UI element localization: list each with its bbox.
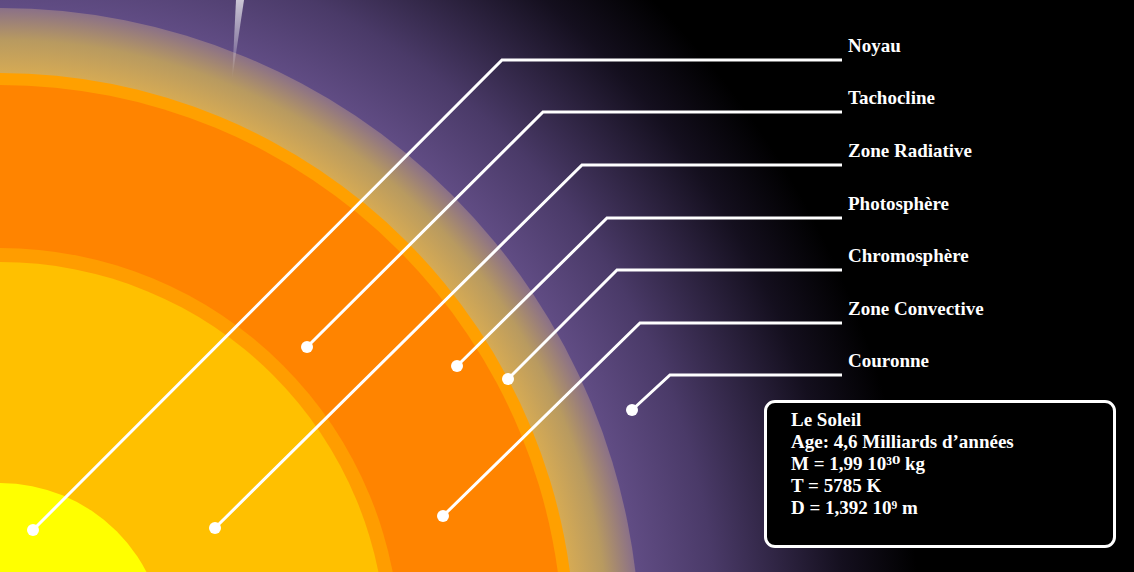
leader-dot [209, 522, 221, 534]
leader-line [457, 218, 842, 366]
info-line: T = 5785 K [791, 475, 1099, 497]
leader-dot [451, 360, 463, 372]
layer-label: Zone Convective [848, 298, 984, 320]
layer-label: Chromosphère [848, 245, 969, 267]
leader-dot [301, 341, 313, 353]
layer-label: Couronne [848, 350, 929, 372]
leader-line [215, 165, 842, 528]
photosphere-layer [0, 73, 575, 572]
info-line: M = 1,99 10³⁰ kg [791, 453, 1099, 475]
core [0, 483, 165, 572]
layer-label: Tachocline [848, 87, 935, 109]
convective-zone [0, 85, 563, 572]
leader-dot [502, 373, 514, 385]
layer-label: Zone Radiative [848, 140, 972, 162]
leader-dot [27, 524, 39, 536]
leader-dot [626, 404, 638, 416]
layer-label: Noyau [848, 35, 901, 57]
layer-label: Photosphère [848, 193, 949, 215]
light-streak [232, 0, 244, 80]
leader-line [33, 60, 842, 530]
info-box: Le SoleilAge: 4,6 Milliards d’annéesM = … [764, 400, 1116, 548]
chromosphere-layer [0, 8, 640, 572]
info-heading: Le Soleil [791, 409, 1099, 431]
info-line: Age: 4,6 Milliards d’années [791, 431, 1099, 453]
leader-lines [33, 60, 842, 530]
leader-dots [27, 341, 638, 536]
leader-dot [437, 510, 449, 522]
info-line: D = 1,392 10⁹ m [791, 497, 1099, 519]
tachocline-layer [0, 248, 400, 572]
